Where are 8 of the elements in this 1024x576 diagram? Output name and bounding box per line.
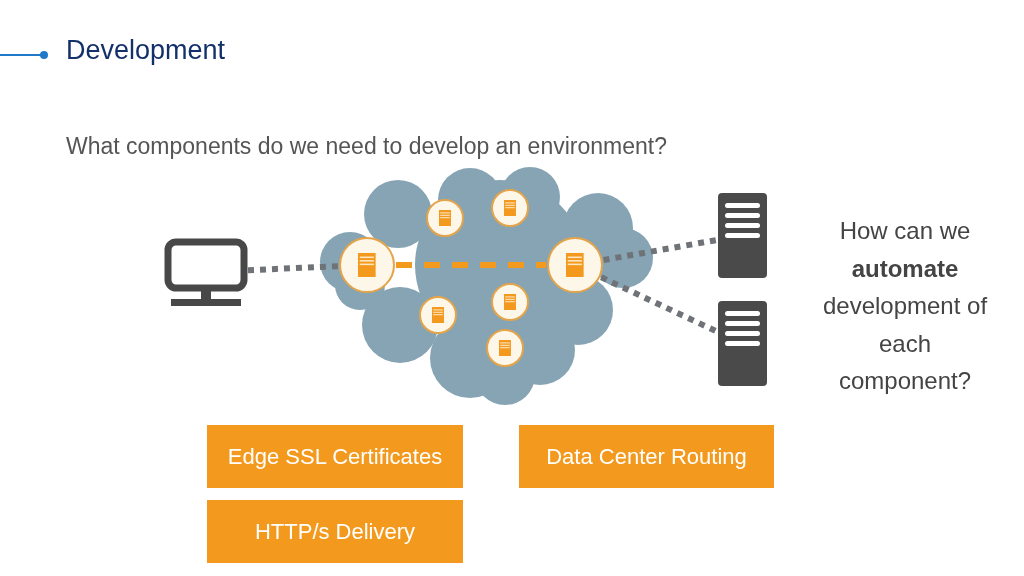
question-text: What components do we need to develop an environment? (66, 133, 668, 160)
feature-box: Edge SSL Certificates (207, 425, 463, 488)
callout-text: How can we automate development of each component? (822, 216, 988, 396)
slide-title: Development (66, 35, 226, 66)
dotted-connector (603, 236, 719, 263)
feature-box: Data Center Routing (519, 425, 774, 488)
dotted-connector (247, 263, 339, 274)
feature-box: HTTP/s Delivery (207, 500, 463, 563)
